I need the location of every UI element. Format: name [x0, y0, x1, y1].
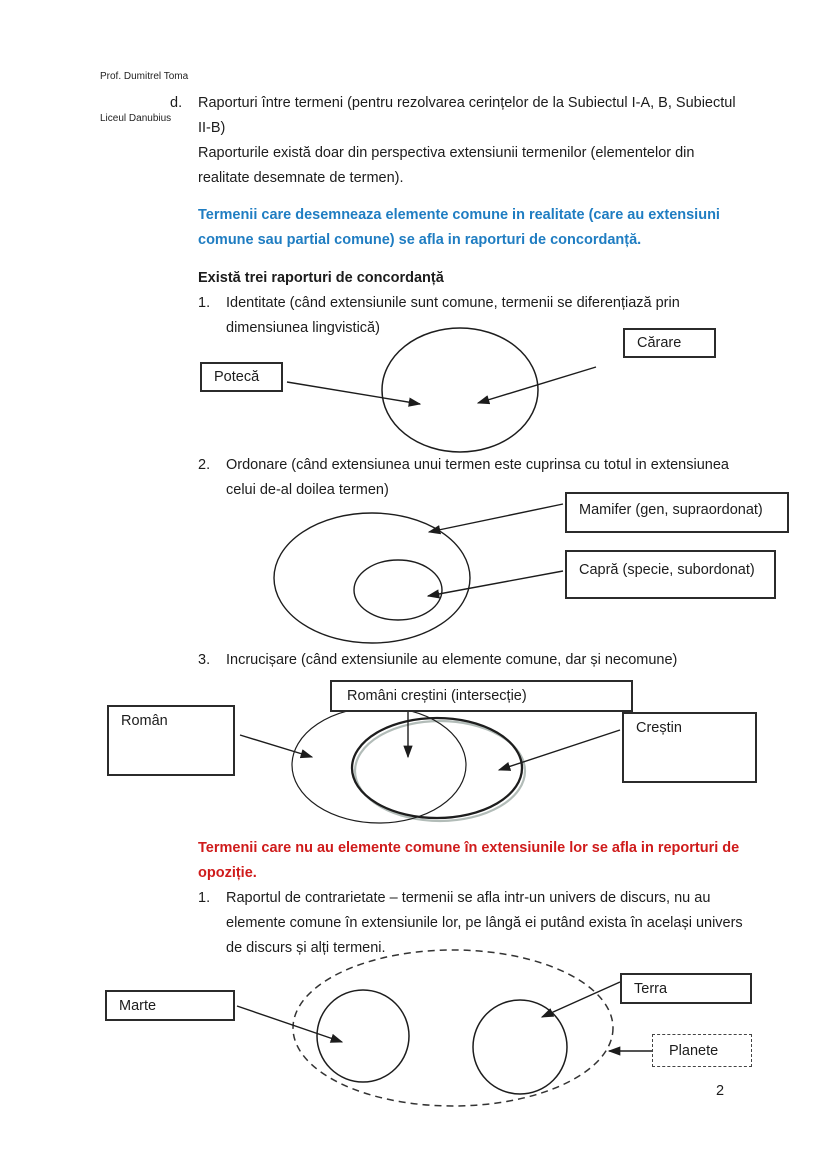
intro-marker: d. — [170, 95, 183, 111]
concordanta-item-2: 2. Ordonare (când extensiunea unui terme… — [198, 453, 798, 503]
diagram-ordonare: Mamifer (gen, supraordonat) Capră (speci… — [0, 486, 828, 654]
item-2-marker: 2. — [198, 457, 211, 473]
ordonare-outer-ellipse — [273, 512, 471, 644]
roman-label: Român — [121, 713, 168, 729]
terra-label: Terra — [634, 980, 668, 997]
concordanta-subheading: Există trei raporturi de concordanță — [198, 270, 444, 286]
carare-label: Cărare — [637, 335, 682, 351]
diagram-incrucisare: Români creștini (intersecție) Român Creș… — [0, 675, 828, 830]
incrucisare-right-ellipse — [350, 716, 524, 820]
terra-circle — [472, 999, 568, 1095]
item-1-text: Identitate (când extensiunile sunt comun… — [226, 295, 680, 336]
ordonare-inner-ellipse — [353, 559, 443, 621]
planete-label-box: Planete — [652, 1034, 752, 1067]
incrucisare-shapes — [239, 706, 621, 824]
item-3-marker: 3. — [198, 652, 211, 668]
opozitie-highlight: Termenii care nu au elemente comune în e… — [198, 840, 740, 881]
header-school: Liceul Danubius — [100, 113, 172, 124]
page-number: 2 — [716, 1083, 725, 1099]
poteca-label: Potecă — [214, 369, 260, 385]
marte-label: Marte — [119, 997, 157, 1014]
ordonare-shapes — [273, 503, 564, 644]
concordanta-item-1: 1. Identitate (când extensiunile sunt co… — [198, 291, 778, 341]
intersectie-label-box: Români creștini (intersecție) — [330, 680, 633, 712]
planete-label: Planete — [669, 1042, 719, 1059]
roman-label-box: Român — [107, 705, 235, 776]
arrow-mamifer — [427, 503, 564, 535]
capra-label-box: Capră (specie, subordonat) — [565, 550, 776, 599]
opozitie-item-1: 1. Raportul de contrarietate – termenii … — [198, 886, 798, 961]
header-author: Prof. Dumitrel Toma — [100, 71, 189, 82]
item-2-text: Ordonare (când extensiunea unui termen e… — [226, 457, 729, 498]
arrow-crestin — [497, 729, 621, 771]
capra-label: Capră (specie, subordonat) — [579, 562, 755, 578]
page-header: Prof. Dumitrel Toma Liceul Danubius — [100, 42, 188, 154]
arrow-capra — [426, 570, 564, 599]
marte-label-box: Marte — [105, 990, 235, 1021]
identitate-circle — [381, 327, 539, 453]
crestin-label-box: Creștin — [622, 712, 757, 783]
arrow-terra — [540, 981, 621, 1018]
mamifer-label: Mamifer (gen, supraordonat) — [579, 502, 763, 518]
mamifer-label-box: Mamifer (gen, supraordonat) — [565, 492, 789, 533]
arrow-carare — [476, 366, 597, 405]
marte-circle — [316, 989, 410, 1083]
contrarietate-shapes — [236, 949, 652, 1107]
diagram-identitate: Potecă Cărare — [0, 320, 828, 465]
opozitie-item-1-text: Raportul de contrarietate – termenii se … — [226, 890, 743, 956]
carare-label-box: Cărare — [623, 328, 716, 358]
intro-text: Raporturi între termeni (pentru rezolvar… — [198, 95, 736, 186]
intersectie-label: Români creștini (intersecție) — [347, 688, 527, 704]
concordanta-highlight: Termenii care desemneaza elemente comune… — [198, 207, 720, 248]
intro-paragraph: d. Raporturi între termeni (pentru rezol… — [170, 91, 770, 191]
identitate-shapes — [286, 327, 597, 453]
opozitie-item-1-marker: 1. — [198, 890, 211, 906]
arrow-marte — [236, 1005, 344, 1043]
concordanta-item-3: 3. Incrucișare (când extensiunile au ele… — [198, 648, 798, 673]
item-3-text: Incrucișare (când extensiunile au elemen… — [226, 652, 678, 668]
poteca-label-box: Potecă — [200, 362, 283, 392]
diagram-contrarietate: Marte Terra Planete — [0, 948, 828, 1113]
item-1-marker: 1. — [198, 295, 211, 311]
univers-dashed-ellipse — [292, 949, 614, 1107]
terra-label-box: Terra — [620, 973, 752, 1004]
incrucisare-right-ellipse-shadow — [353, 719, 527, 823]
crestin-label: Creștin — [636, 720, 682, 736]
arrow-roman — [239, 734, 314, 759]
arrow-poteca — [286, 381, 422, 407]
